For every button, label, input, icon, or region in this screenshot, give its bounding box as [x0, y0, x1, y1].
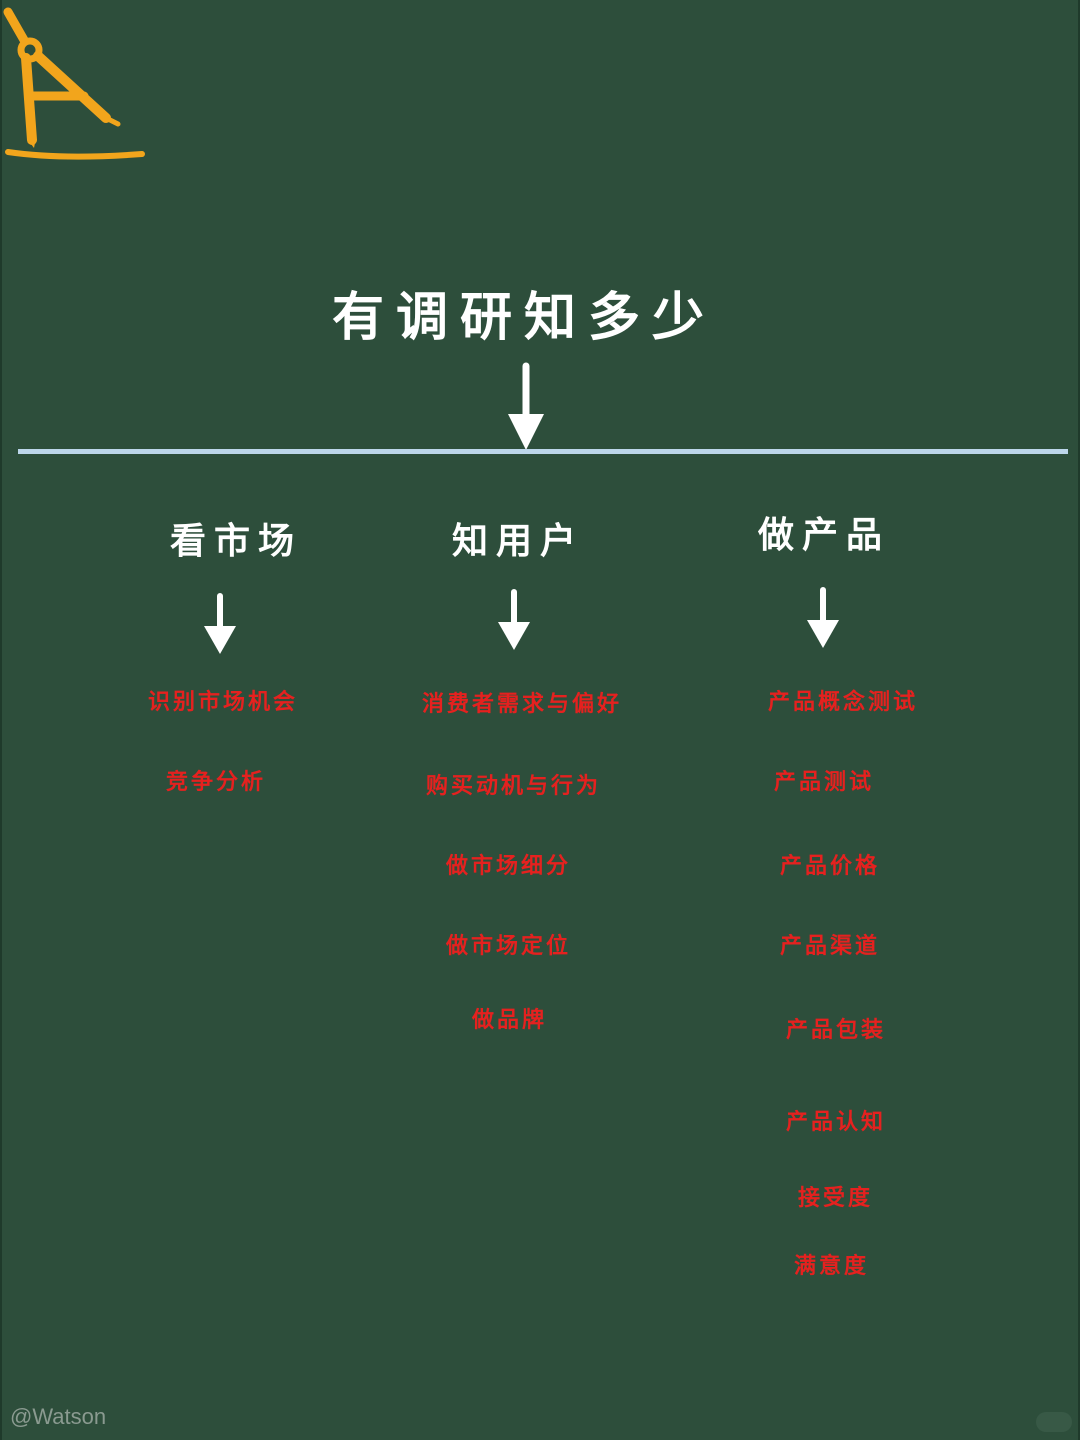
corner-badge: [1036, 1412, 1072, 1432]
list-item: 产品渠道: [780, 933, 881, 959]
list-item: 产品价格: [780, 853, 881, 879]
horizontal-divider-line: [18, 449, 1068, 454]
list-item: 做市场细分: [446, 853, 572, 879]
column-title-users: 知用户: [452, 520, 585, 562]
list-item: 竞争分析: [166, 769, 267, 795]
arrow-down-icon: [807, 587, 839, 648]
column-title-market: 看市场: [170, 520, 303, 562]
list-item: 做品牌: [472, 1007, 548, 1033]
arrow-down-icon: [204, 593, 236, 654]
page-title: 有调研知多少: [332, 287, 717, 348]
list-item: 做市场定位: [446, 933, 572, 959]
list-item: 产品概念测试: [768, 689, 919, 715]
list-item: 购买动机与行为: [426, 773, 602, 799]
list-item: 满意度: [794, 1253, 870, 1279]
list-item: 产品认知: [786, 1109, 887, 1135]
list-item: 识别市场机会: [148, 689, 299, 715]
list-item: 产品测试: [774, 769, 875, 795]
arrow-down-icon: [508, 362, 544, 450]
list-item: 产品包装: [786, 1017, 887, 1043]
compass-pen-logo-icon: [3, 7, 145, 160]
column-title-product: 做产品: [758, 514, 891, 556]
list-item: 接受度: [798, 1185, 874, 1211]
list-item: 消费者需求与偏好: [422, 691, 623, 717]
arrow-down-icon: [498, 589, 530, 650]
author-watermark: @Watson: [10, 1404, 107, 1429]
